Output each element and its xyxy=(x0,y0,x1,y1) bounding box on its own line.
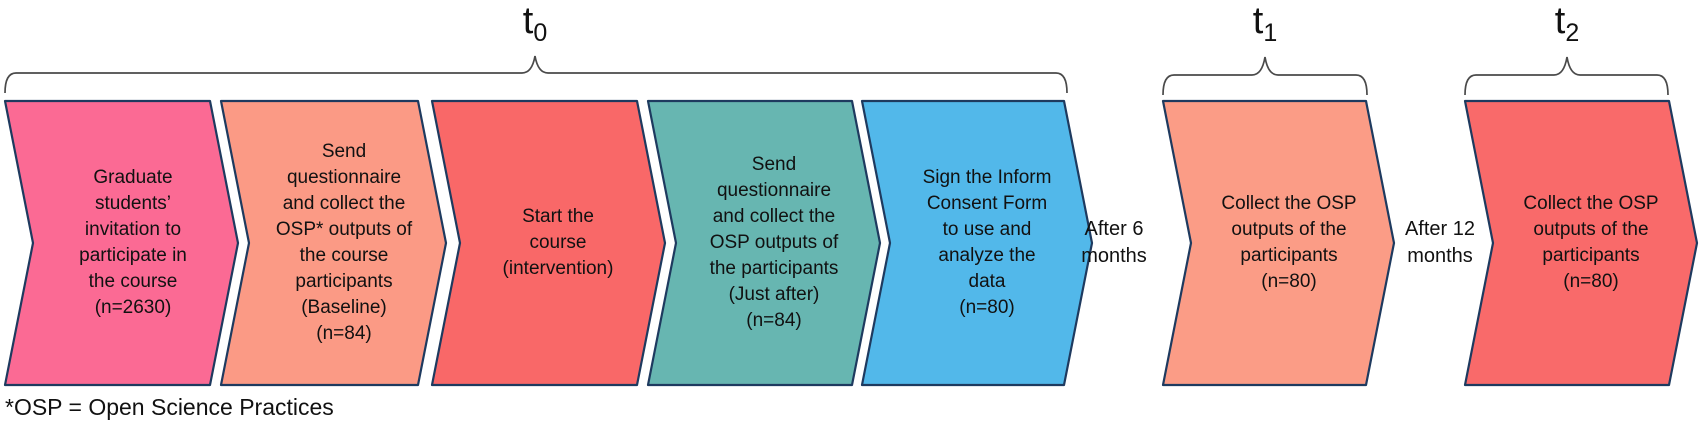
stage-text-collect-6-months: Collect the OSP outputs of the participa… xyxy=(1221,193,1357,292)
time-marker-t1: t1 xyxy=(1205,0,1325,46)
stage-chevron-consent-form xyxy=(860,99,1094,387)
stage-text-baseline-questionnaire: Send questionnaire and collect the OSP* … xyxy=(275,141,413,344)
t2-label: t xyxy=(1554,0,1566,42)
stage-chevron-collect-12-months xyxy=(1463,99,1699,387)
stage-text-invitation: Graduate students’ invitation to partici… xyxy=(79,167,187,318)
t1-label: t xyxy=(1252,0,1264,42)
t2-subscript: 2 xyxy=(1565,19,1580,47)
t1-bracket xyxy=(1162,56,1368,96)
stage-chevron-just-after-questionnaire xyxy=(646,99,882,387)
stage-text-consent-form: Sign the Inform Consent Form to use and … xyxy=(922,167,1052,318)
gap-label-after-6-months: After 6 months xyxy=(1081,218,1147,267)
stage-chevron-collect-6-months xyxy=(1161,99,1396,387)
stage-text-just-after-questionnaire: Send questionnaire and collect the OSP o… xyxy=(709,154,839,331)
time-marker-t2: t2 xyxy=(1507,0,1627,46)
stage-chevron-invitation xyxy=(3,99,240,387)
gap-label-after-12-months: After 12 months xyxy=(1404,218,1476,267)
t0-label: t xyxy=(522,0,534,42)
t0-subscript: 0 xyxy=(533,19,548,47)
time-marker-t0: t0 xyxy=(475,0,595,46)
osp-footnote: *OSP = Open Science Practices xyxy=(5,394,334,420)
stage-text-start-course: Start the course (intervention) xyxy=(502,206,614,279)
t0-bracket xyxy=(4,55,1068,94)
stage-chevron-start-course xyxy=(430,99,667,387)
stage-text-collect-12-months: Collect the OSP outputs of the participa… xyxy=(1523,193,1659,292)
stage-chevron-baseline-questionnaire xyxy=(219,99,448,387)
t1-subscript: 1 xyxy=(1263,19,1278,47)
t2-bracket xyxy=(1464,56,1669,96)
